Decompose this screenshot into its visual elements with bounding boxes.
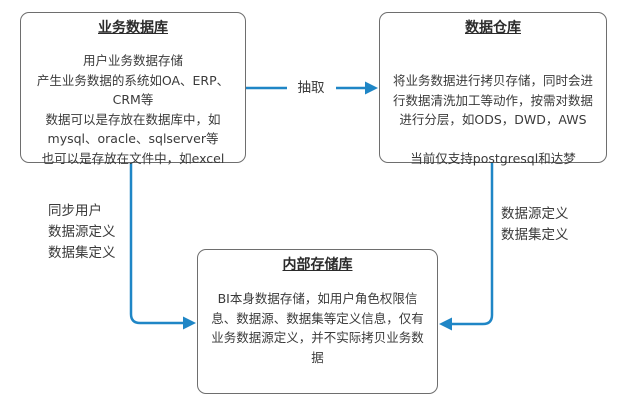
edge-label-extract: 抽取 — [297, 80, 325, 96]
node-internal-storage: 内部存储库 BI本身数据存储，如用户角色权限信 息、数据源、数据集等定义信息，仅… — [197, 249, 438, 394]
edge-defs-line — [452, 163, 494, 326]
node-business-database-body: 用户业务数据存储 产生业务数据的系统如OA、ERP、 CRM等 数据可以是存放在… — [36, 53, 230, 166]
edge-label-source-dataset-defs: 数据源定义 数据集定义 — [501, 206, 569, 243]
edge-extract-arrowhead — [365, 81, 378, 95]
node-data-warehouse: 数据仓库 将业务数据进行拷贝存储，同时会进 行数据清洗加工等动作，按需对数据 进… — [379, 12, 607, 166]
node-internal-storage-body: BI本身数据存储，如用户角色权限信 息、数据源、数据集等定义信息，仅有 业务数据… — [211, 291, 424, 365]
node-data-warehouse-title: 数据仓库 — [465, 20, 521, 36]
edge-sync-user-line — [129, 163, 183, 325]
node-internal-storage-title: 内部存储库 — [282, 257, 353, 273]
node-data-warehouse-body: 将业务数据进行拷贝存储，同时会进 行数据清洗加工等动作，按需对数据 进行分层，如… — [392, 73, 593, 166]
edge-label-sync-user: 同步用户 数据源定义 数据集定义 — [48, 203, 116, 261]
edge-defs-arrowhead — [439, 317, 452, 331]
node-business-database: 业务数据库 用户业务数据存储 产生业务数据的系统如OA、ERP、 CRM等 数据… — [20, 12, 246, 166]
edge-sync-user-arrowhead — [183, 316, 196, 330]
node-business-database-title: 业务数据库 — [98, 20, 168, 36]
